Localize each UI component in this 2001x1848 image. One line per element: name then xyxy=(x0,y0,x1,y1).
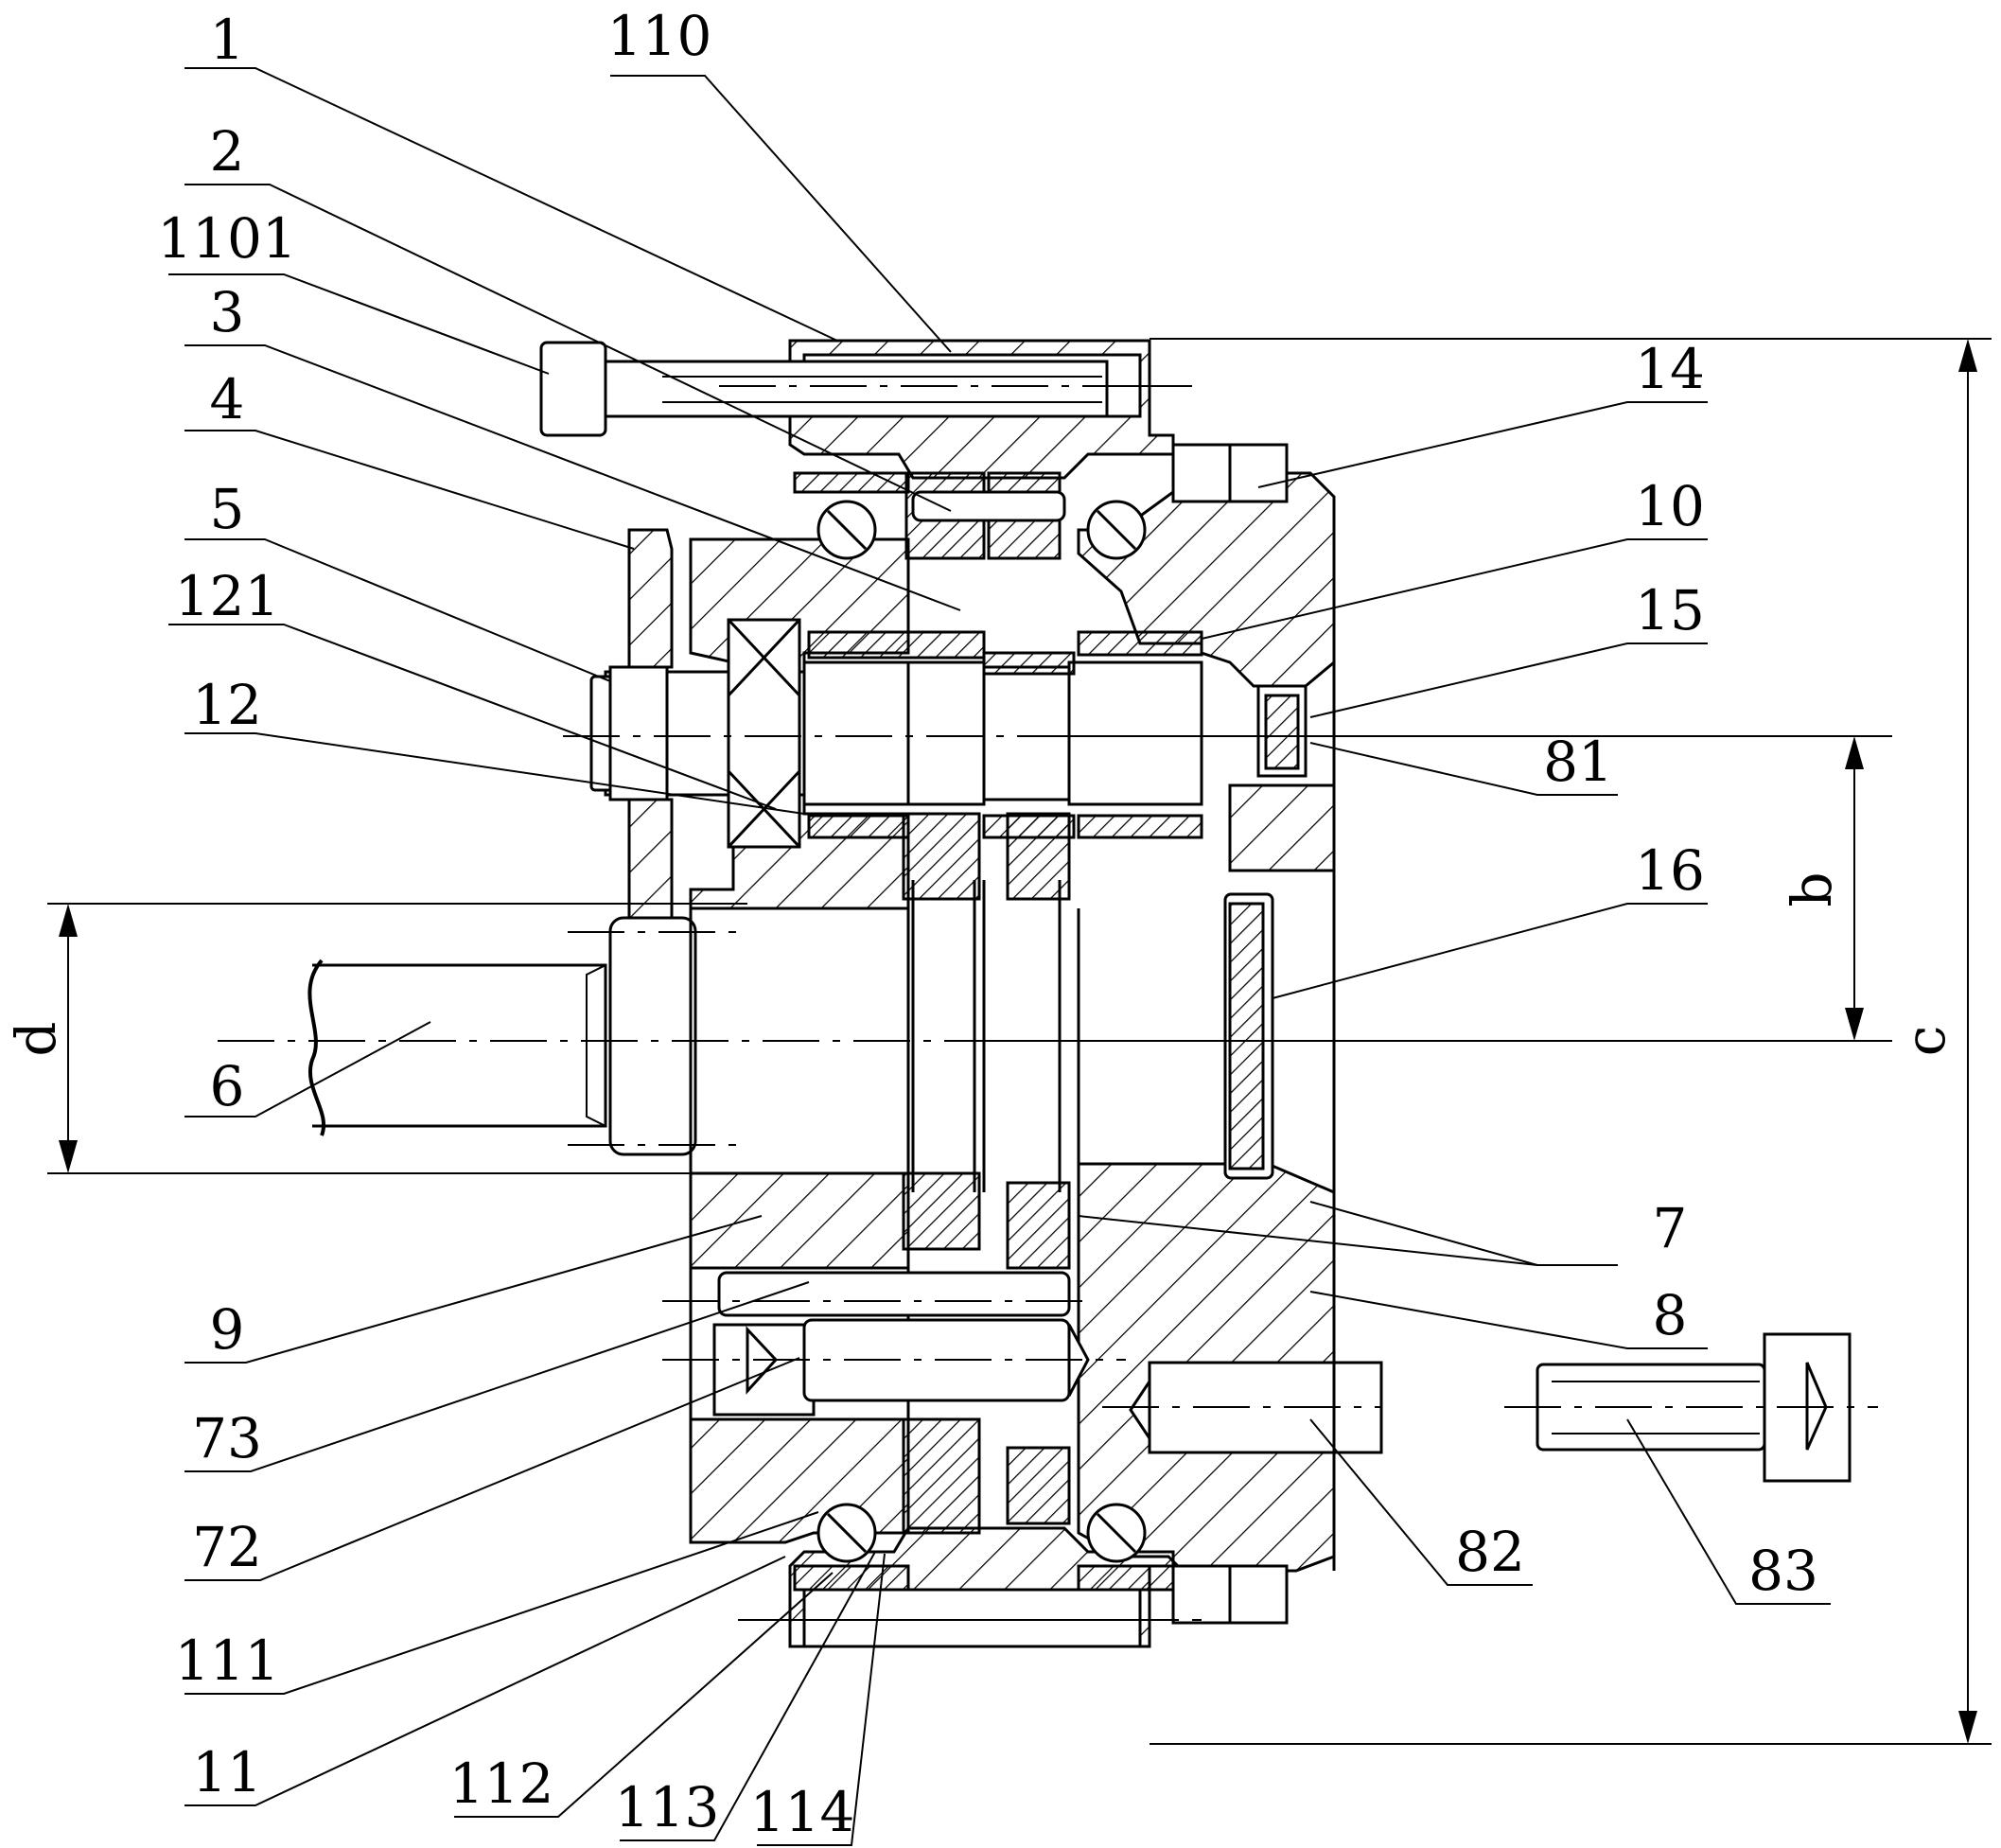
label-16: 16 xyxy=(1635,838,1705,903)
label-7: 7 xyxy=(1653,1196,1688,1260)
label-82: 82 xyxy=(1455,1520,1525,1584)
dim-b-label: b xyxy=(1780,871,1844,906)
label-1: 1 xyxy=(210,8,245,72)
label-2: 2 xyxy=(210,119,245,184)
label-110: 110 xyxy=(607,4,712,68)
label-9: 9 xyxy=(210,1297,245,1362)
label-1101: 1101 xyxy=(157,206,297,271)
label-12: 12 xyxy=(192,673,262,737)
label-6: 6 xyxy=(210,1054,245,1118)
label-3: 3 xyxy=(210,280,245,344)
label-113: 113 xyxy=(615,1775,720,1839)
label-111: 111 xyxy=(175,1628,280,1693)
label-14: 14 xyxy=(1635,337,1705,401)
dim-c-label: c xyxy=(1893,1026,1957,1056)
label-8: 8 xyxy=(1653,1283,1688,1347)
label-114: 114 xyxy=(750,1780,855,1844)
label-10: 10 xyxy=(1635,474,1705,538)
label-112: 112 xyxy=(449,1751,554,1816)
center-bore xyxy=(691,894,1334,1178)
dim-d-label: d xyxy=(4,1021,68,1056)
label-72: 72 xyxy=(192,1515,262,1579)
label-81: 81 xyxy=(1543,730,1613,794)
label-4: 4 xyxy=(210,367,245,431)
label-5: 5 xyxy=(210,477,245,541)
label-15: 15 xyxy=(1635,578,1705,642)
label-121: 121 xyxy=(175,564,280,628)
label-83: 83 xyxy=(1748,1539,1818,1603)
label-73: 73 xyxy=(192,1406,262,1470)
label-11: 11 xyxy=(192,1740,262,1804)
